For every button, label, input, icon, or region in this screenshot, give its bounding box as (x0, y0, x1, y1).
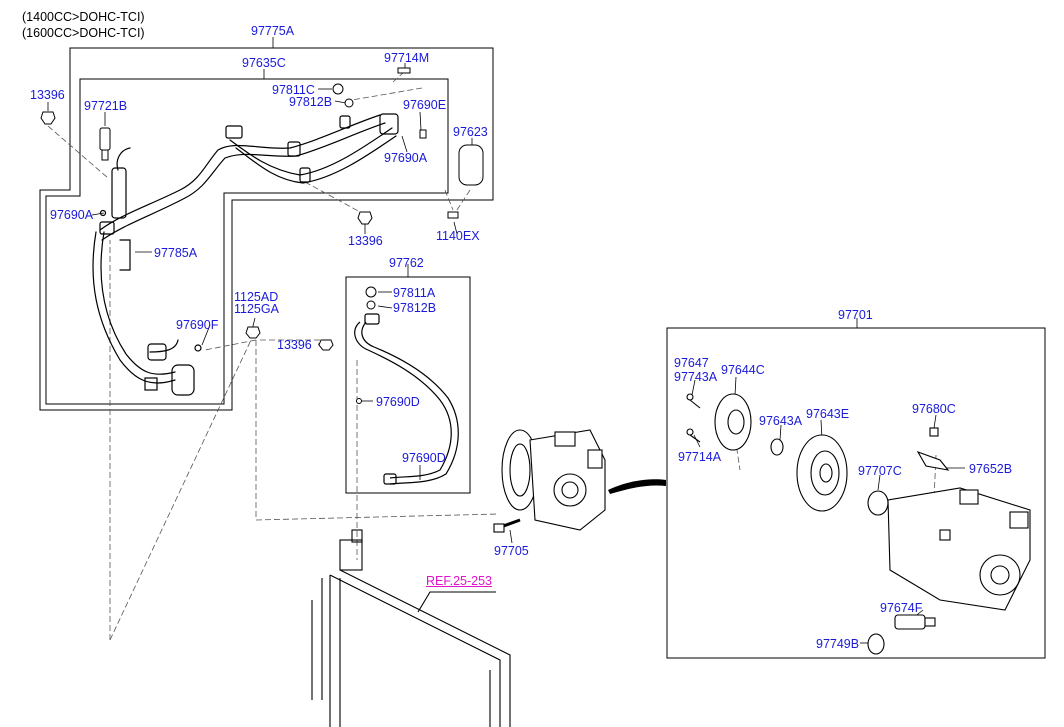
assembly-box-97701 (666, 327, 1046, 659)
engine-condition-1600: (1600CC>DOHC-TCI) (22, 26, 145, 40)
part-13396-upper[interactable]: 13396 (30, 88, 65, 102)
part-97705[interactable]: 97705 (494, 544, 529, 558)
part-97785A[interactable]: 97785A (154, 246, 198, 260)
part-97714A[interactable]: 97714A (678, 450, 722, 464)
part-97647[interactable]: 97647 (674, 356, 709, 370)
part-97707C[interactable]: 97707C (858, 464, 902, 478)
part-97690E[interactable]: 97690E (403, 98, 447, 112)
part-97652B[interactable]: 97652B (969, 462, 1013, 476)
engine-condition-1400: (1400CC>DOHC-TCI) (22, 10, 145, 24)
part-97812B-upper[interactable]: 97812B (289, 95, 333, 109)
part-97714M[interactable]: 97714M (384, 51, 430, 65)
condenser (311, 529, 511, 727)
part-97635C[interactable]: 97635C (242, 56, 286, 70)
assembly-box-97635C (45, 78, 449, 405)
part-97743A[interactable]: 97743A (674, 370, 718, 384)
part-97623[interactable]: 97623 (453, 125, 488, 139)
part-13396-middle[interactable]: 13396 (348, 234, 383, 248)
ac-hose-assembly (92, 113, 399, 396)
discharge-hose (354, 313, 459, 485)
part-13396-lower[interactable]: 13396 (277, 338, 312, 352)
reference-link[interactable]: REF.25-253 (426, 574, 493, 588)
part-97674F[interactable]: 97674F (880, 601, 923, 615)
part-97749B[interactable]: 97749B (816, 637, 860, 651)
part-97811A[interactable]: 97811A (393, 286, 436, 300)
part-97643E[interactable]: 97643E (806, 407, 850, 421)
compressor-exploded (686, 393, 1031, 655)
part-97812B-lower[interactable]: 97812B (393, 301, 437, 315)
hardware-parts (40, 67, 484, 404)
part-97690D-lower[interactable]: 97690D (402, 451, 446, 465)
part-97690D-upper[interactable]: 97690D (376, 395, 420, 409)
part-97811C[interactable]: 97811C (272, 83, 315, 97)
part-97690A-right[interactable]: 97690A (384, 151, 428, 165)
part-1125AD[interactable]: 1125AD (234, 290, 279, 304)
part-97690A-left[interactable]: 97690A (50, 208, 94, 222)
part-1140EX[interactable]: 1140EX (436, 229, 480, 243)
part-97701[interactable]: 97701 (838, 308, 873, 322)
part-97721B[interactable]: 97721B (84, 99, 128, 113)
part-1125GA[interactable]: 1125GA (234, 302, 279, 316)
part-97643A[interactable]: 97643A (759, 414, 803, 428)
part-97775A[interactable]: 97775A (251, 24, 295, 38)
part-97644C[interactable]: 97644C (721, 363, 765, 377)
assembly-box-97775A (39, 47, 494, 411)
detail-connector (608, 479, 666, 494)
compressor-main (493, 429, 606, 533)
part-97762[interactable]: 97762 (389, 256, 424, 270)
part-97690F[interactable]: 97690F (176, 318, 219, 332)
part-97680C[interactable]: 97680C (912, 402, 956, 416)
